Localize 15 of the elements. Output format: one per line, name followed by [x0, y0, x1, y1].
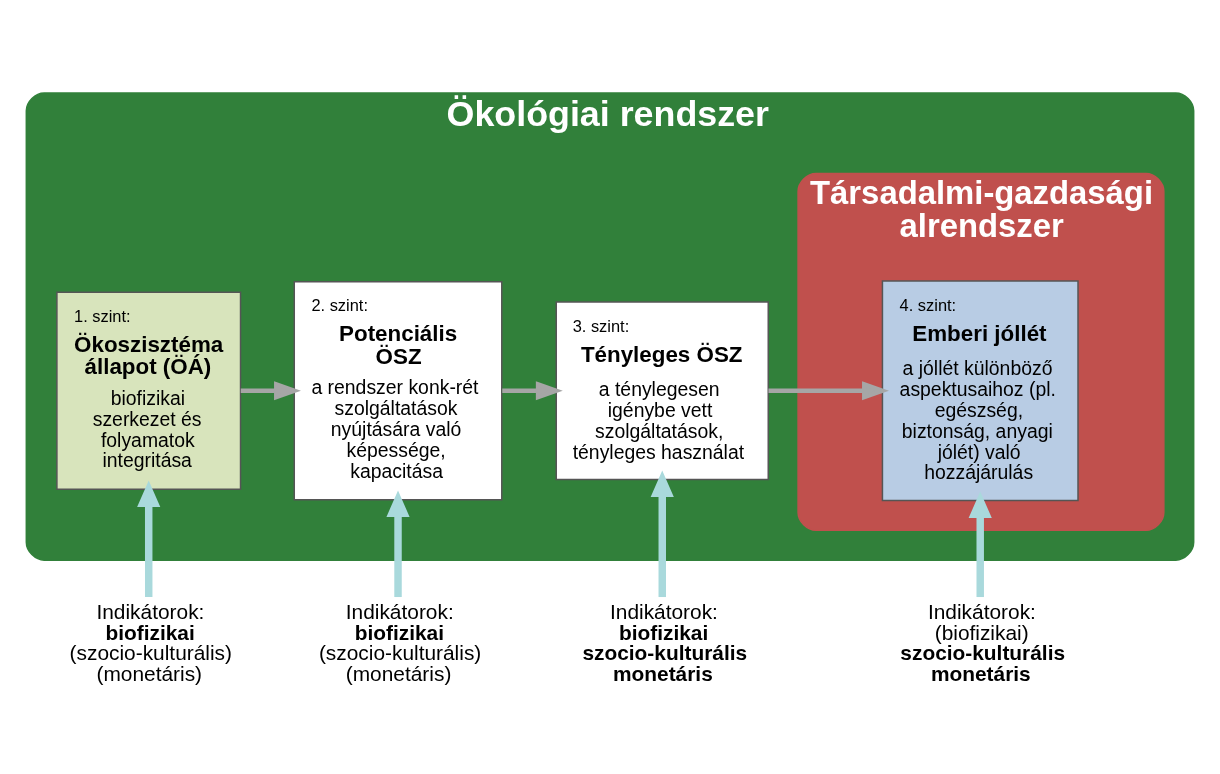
node-box: 3. szint: Tényleges ÖSZ a ténylegesen igénybe vett szolgáltatások, tényleges használat [555, 301, 769, 481]
arrow [768, 381, 889, 401]
arrow [968, 491, 992, 598]
arrow [240, 381, 301, 401]
node-text: Indikátorok: (biofizikai) szocio-kulturális monetáris [900, 599, 1066, 686]
arrow [386, 490, 410, 598]
node-box: 4. szint: Emberi jóllét a jóllét különböző aspektusaihoz (pl. egészség, biztonság, anyagi jólét) való hozzájárulás [881, 280, 1079, 502]
node-text: Indikátorok: biofizikai szocio-kulturális monetáris [582, 599, 748, 686]
node-text: Indikátorok: biofizikai (szocio-kulturális) (monetáris) [69, 599, 232, 686]
node-box: 2. szint: Potenciális ÖSZ a rendszer konk-rét szolgáltatások nyújtására való képessége, kapacitása [293, 281, 503, 501]
node-text: Indikátorok: biofizikai (szocio-kulturális) (monetáris) [318, 599, 482, 686]
arrow [137, 480, 161, 598]
node-box: 1. szint: Ökoszisztéma állapot (ÖÁ) biofizikai szerkezet és folyamatok integritása [56, 291, 242, 490]
arrow [502, 381, 563, 401]
arrow [650, 470, 674, 598]
